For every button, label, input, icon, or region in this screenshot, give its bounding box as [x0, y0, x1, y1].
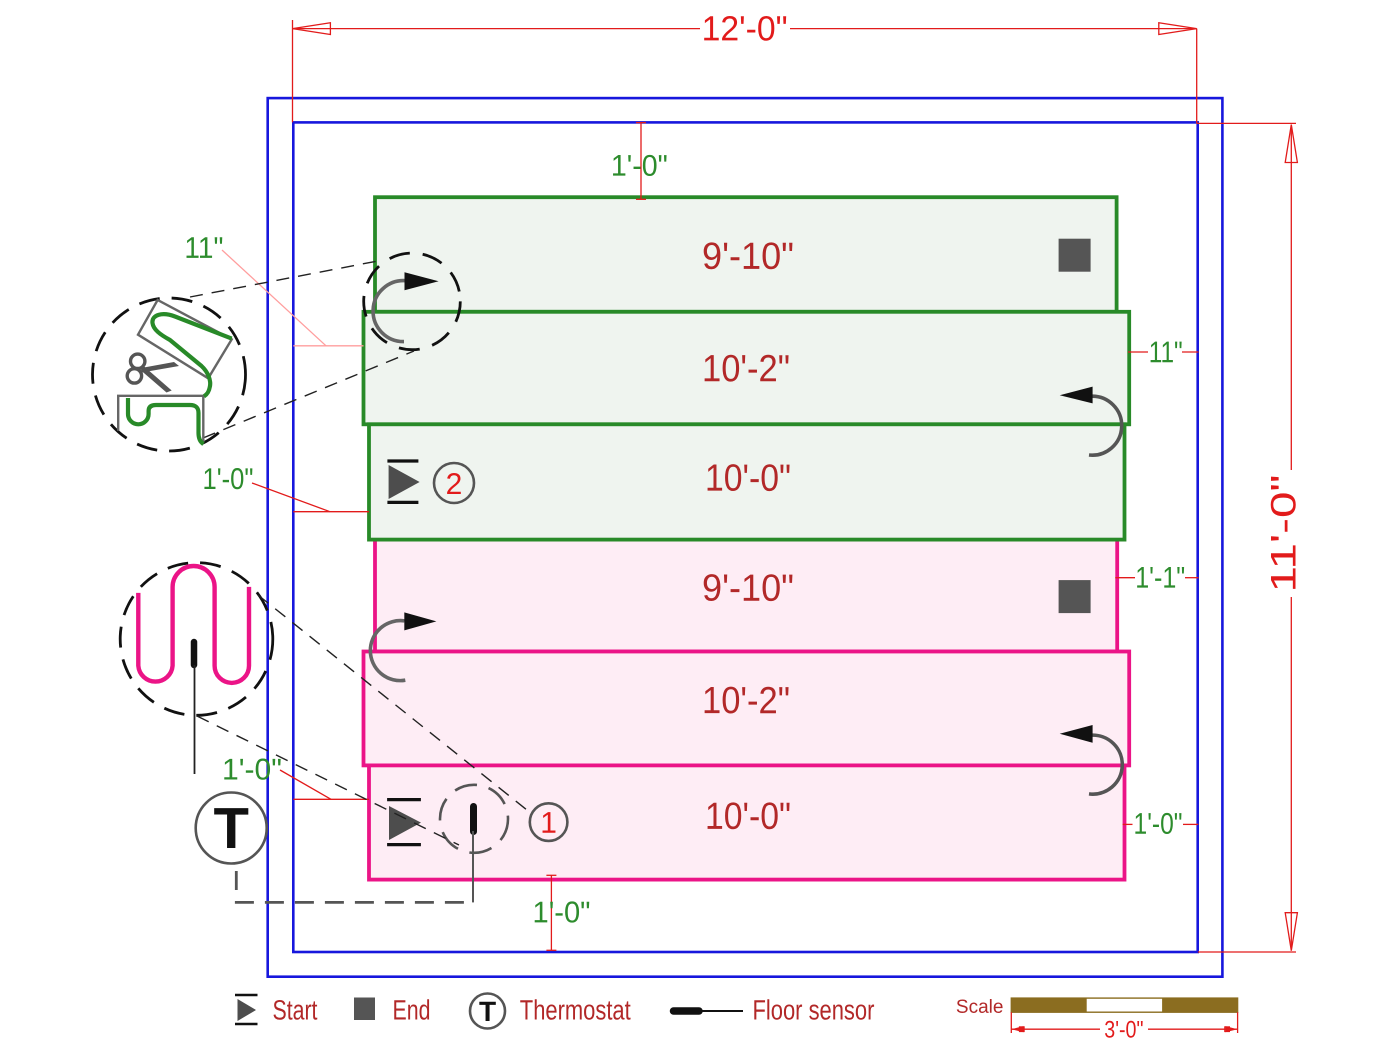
- svg-text:9'-10": 9'-10": [702, 234, 794, 277]
- svg-text:9'-10": 9'-10": [702, 566, 794, 609]
- svg-text:Start: Start: [272, 995, 317, 1027]
- svg-text:Floor sensor: Floor sensor: [752, 995, 874, 1026]
- svg-text:1'-1": 1'-1": [1135, 560, 1185, 594]
- svg-text:10'-2": 10'-2": [702, 679, 790, 722]
- svg-text:Thermostat: Thermostat: [520, 995, 631, 1026]
- svg-text:1'-0": 1'-0": [1134, 806, 1183, 840]
- svg-text:1'-0": 1'-0": [533, 896, 591, 930]
- svg-text:3'-0": 3'-0": [1104, 1016, 1143, 1043]
- svg-text:1'-0": 1'-0": [203, 462, 254, 495]
- svg-text:10'-0": 10'-0": [705, 794, 791, 837]
- svg-text:T: T: [213, 796, 248, 861]
- svg-text:11": 11": [184, 232, 223, 265]
- svg-text:T: T: [479, 996, 496, 1027]
- svg-text:1'-0": 1'-0": [611, 149, 668, 183]
- svg-text:Scale: Scale: [956, 997, 1004, 1018]
- svg-text:10'-0": 10'-0": [705, 456, 791, 499]
- svg-text:2: 2: [446, 468, 463, 501]
- svg-text:12'-0": 12'-0": [702, 10, 788, 49]
- svg-text:1'-0": 1'-0": [222, 754, 282, 787]
- svg-text:1: 1: [540, 807, 557, 840]
- svg-text:11'-0": 11'-0": [1264, 475, 1303, 593]
- svg-text:10'-2": 10'-2": [702, 347, 790, 390]
- svg-text:11": 11": [1149, 335, 1183, 369]
- svg-text:End: End: [392, 995, 430, 1027]
